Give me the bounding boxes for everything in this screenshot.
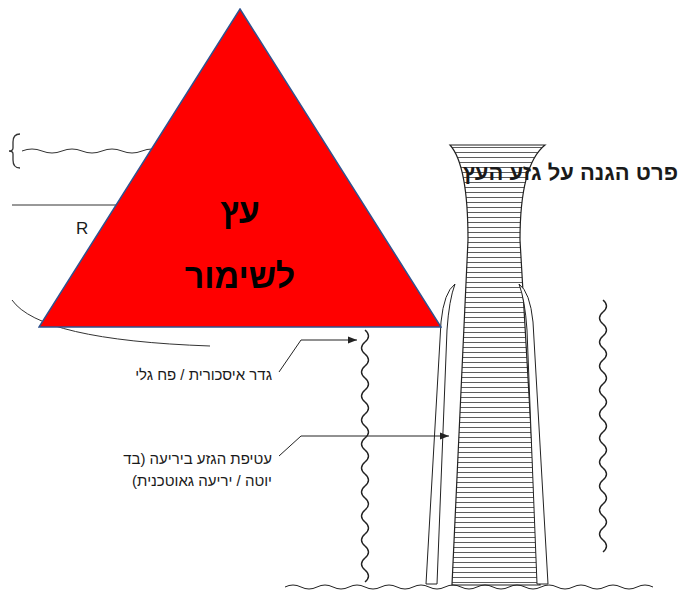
ground-line — [285, 585, 653, 589]
trunk-wrap — [519, 284, 548, 584]
part-label: גדר איסכורית / פח גלי — [135, 364, 272, 386]
part-label: עטיפת הגזע ביריעה (בד יוטה / יריעה גאוטכ… — [82, 448, 272, 492]
trunk-wrap — [426, 284, 455, 584]
node-text: עץ לשימור — [165, 179, 315, 308]
dimension-label: R — [76, 217, 88, 242]
triangle-fill — [39, 9, 441, 327]
leader-line — [279, 436, 449, 456]
corrugated-fence — [362, 330, 369, 582]
leader-line — [279, 340, 357, 372]
drawing-title: פרט הגנה על גזע העץ — [463, 160, 678, 186]
corrugated-fence — [600, 300, 607, 552]
warning-triangle: עץ לשימור — [38, 8, 442, 328]
